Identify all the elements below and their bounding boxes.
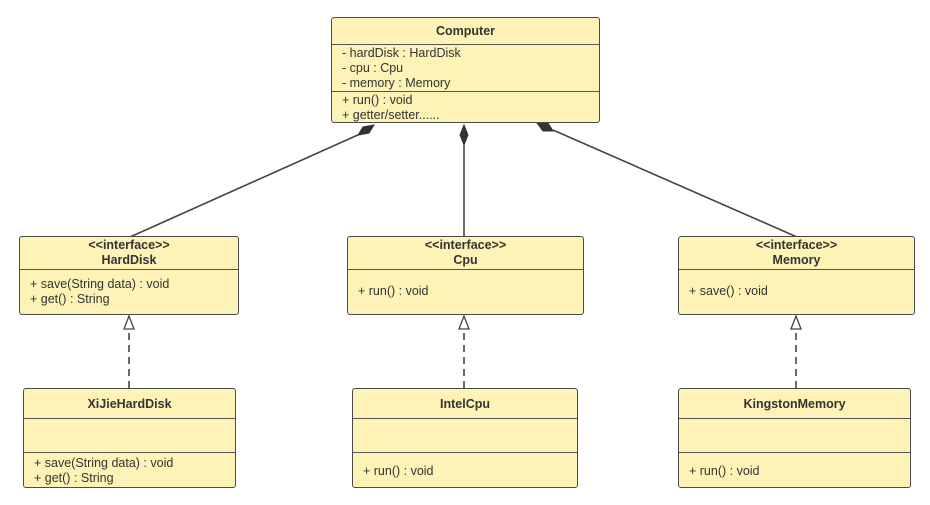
class-xijieharddisk-header: XiJieHardDisk bbox=[24, 389, 235, 419]
stereotype-label: <<interface>> bbox=[88, 238, 170, 252]
class-intelcpu-methods: + run() : void bbox=[353, 453, 577, 479]
interface-cpu[interactable]: <<interface>> Cpu + run() : void bbox=[347, 236, 584, 315]
realization-arrow-harddisk bbox=[123, 314, 135, 330]
method: + run() : void bbox=[342, 93, 413, 107]
interface-memory[interactable]: <<interface>> Memory + save() : void bbox=[678, 236, 915, 315]
composition-diamond-harddisk bbox=[356, 124, 376, 136]
class-name: Cpu bbox=[453, 253, 478, 267]
method: + run() : void bbox=[363, 464, 434, 478]
class-name: Memory bbox=[772, 253, 821, 267]
interface-harddisk[interactable]: <<interface>> HardDisk + save(String dat… bbox=[19, 236, 239, 315]
class-xijieharddisk-attributes bbox=[24, 419, 235, 453]
stereotype-label: <<interface>> bbox=[424, 238, 507, 252]
class-name: HardDisk bbox=[101, 253, 157, 267]
class-name: IntelCpu bbox=[440, 397, 490, 411]
class-computer-header: Computer bbox=[332, 18, 599, 45]
interface-cpu-methods: + run() : void bbox=[348, 270, 583, 299]
class-xijieharddisk-methods: + save(String data) : void + get() : Str… bbox=[24, 453, 235, 486]
class-computer-attributes: - hardDisk : HardDisk - cpu : Cpu - memo… bbox=[332, 45, 599, 92]
method: + get() : String bbox=[34, 471, 114, 485]
class-kingstonmemory-attributes bbox=[679, 419, 910, 453]
method: + save() : void bbox=[689, 284, 768, 298]
realization-arrow-cpu bbox=[458, 314, 470, 330]
method: + run() : void bbox=[358, 284, 429, 298]
class-intelcpu-header: IntelCpu bbox=[353, 389, 577, 419]
interface-memory-header: <<interface>> Memory bbox=[679, 237, 914, 270]
method: + save(String data) : void bbox=[30, 277, 170, 291]
attribute: - cpu : Cpu bbox=[342, 61, 404, 75]
composition-diamond-cpu bbox=[459, 123, 469, 147]
interface-cpu-header: <<interface>> Cpu bbox=[348, 237, 583, 270]
method: + run() : void bbox=[689, 464, 760, 478]
class-intelcpu-attributes bbox=[353, 419, 577, 453]
composition-diamond-memory bbox=[536, 122, 554, 132]
class-computer-methods: + run() : void + getter/setter...... bbox=[332, 92, 599, 122]
method: + getter/setter...... bbox=[342, 108, 440, 122]
class-name: KingstonMemory bbox=[743, 397, 846, 411]
realization-arrow-memory bbox=[790, 314, 802, 330]
class-xijieharddisk[interactable]: XiJieHardDisk + save(String data) : void… bbox=[23, 388, 236, 488]
class-computer[interactable]: Computer - hardDisk : HardDisk - cpu : C… bbox=[331, 17, 600, 123]
interface-harddisk-methods: + save(String data) : void + get() : Str… bbox=[20, 270, 238, 307]
class-kingstonmemory[interactable]: KingstonMemory + run() : void bbox=[678, 388, 911, 488]
class-name: XiJieHardDisk bbox=[87, 397, 172, 411]
interface-memory-methods: + save() : void bbox=[679, 270, 914, 299]
class-intelcpu[interactable]: IntelCpu + run() : void bbox=[352, 388, 578, 488]
class-kingstonmemory-methods: + run() : void bbox=[679, 453, 910, 479]
interface-harddisk-header: <<interface>> HardDisk bbox=[20, 237, 238, 270]
stereotype-label: <<interface>> bbox=[755, 238, 838, 252]
method: + save(String data) : void bbox=[34, 456, 174, 470]
class-kingstonmemory-header: KingstonMemory bbox=[679, 389, 910, 419]
attribute: - hardDisk : HardDisk bbox=[342, 46, 461, 60]
attribute: - memory : Memory bbox=[342, 76, 451, 90]
composition-line-harddisk bbox=[129, 133, 361, 238]
class-name: Computer bbox=[435, 24, 496, 38]
composition-line-memory bbox=[552, 129, 798, 238]
method: + get() : String bbox=[30, 292, 110, 306]
